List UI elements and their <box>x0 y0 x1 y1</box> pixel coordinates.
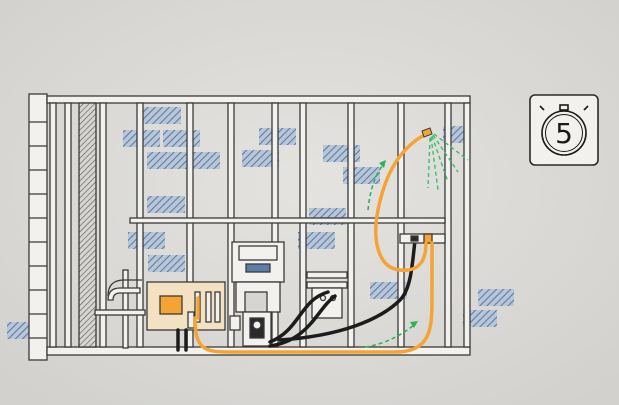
manifold-box <box>146 281 226 331</box>
shower-spray <box>427 133 469 191</box>
basin-frame-module <box>306 271 348 319</box>
stopwatch-icon <box>539 104 589 156</box>
mounting-rail <box>129 217 446 224</box>
shower-mixer-bar <box>399 233 446 244</box>
insulation-board <box>78 102 97 348</box>
hot-water-pipes <box>193 132 434 354</box>
step-badge: 5 <box>529 94 599 166</box>
step-number: 5 <box>555 117 573 150</box>
shower-head-icon <box>421 127 433 138</box>
flow-arrow-heads <box>379 160 418 328</box>
side-wall <box>28 93 48 361</box>
supply-pipes-left <box>94 269 146 349</box>
wc-frame-module <box>229 241 285 347</box>
flow-arrows <box>364 164 415 348</box>
wall-studs <box>49 102 471 348</box>
